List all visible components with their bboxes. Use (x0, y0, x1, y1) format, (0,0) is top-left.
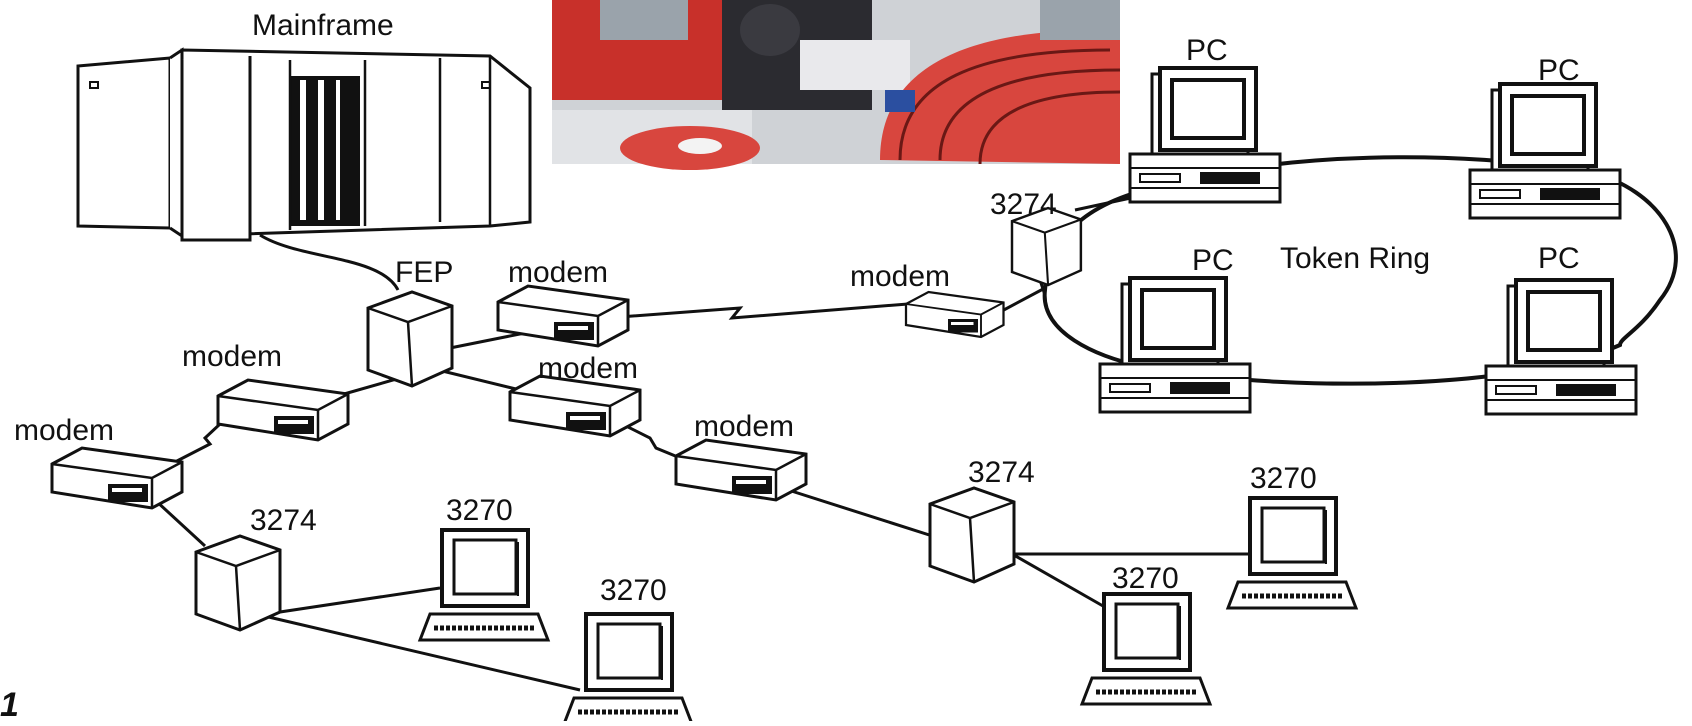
pc-label: PC (1538, 242, 1580, 275)
token-ring-label: Token Ring (1280, 242, 1430, 275)
mainframe-room-photo (552, 0, 1121, 170)
mainframe-icon (76, 47, 532, 242)
connection-lines (153, 194, 1262, 692)
modem-icon (216, 378, 350, 442)
pc-icon (1484, 278, 1638, 416)
terminal-label: 3270 (600, 574, 667, 607)
pc-label: PC (1186, 34, 1228, 67)
modem-icon (496, 284, 630, 348)
pc-icon (1098, 276, 1252, 414)
modem-icon (508, 374, 642, 438)
modem-label: modem (182, 340, 282, 373)
pc-label: PC (1192, 244, 1234, 277)
terminal-3270-icon (420, 530, 548, 640)
modem-label: modem (14, 414, 114, 447)
terminal-label: 3270 (446, 494, 513, 527)
fep-cube-icon (366, 290, 454, 388)
controller-label: 3274 (250, 504, 317, 537)
controller-cube-icon (194, 534, 282, 632)
mainframe-label: Mainframe (252, 9, 394, 42)
modem-icon (50, 446, 184, 510)
corner-mark: 1 (0, 686, 19, 721)
fep-label: FEP (395, 256, 453, 289)
modem-label: modem (538, 352, 638, 385)
token-ring-loop (1042, 155, 1678, 386)
pc-icon (1128, 66, 1282, 204)
pc-label: PC (1538, 54, 1580, 87)
terminal-3270-icon (564, 614, 692, 721)
controller-label: 3274 (968, 456, 1035, 489)
modem-label: modem (508, 256, 608, 289)
modem-icon (674, 438, 808, 502)
terminal-3270-icon (1082, 594, 1210, 704)
controller-label: 3274 (990, 188, 1057, 221)
modem-icon (904, 290, 1005, 339)
modem-label: modem (850, 260, 950, 293)
pc-icon (1468, 82, 1622, 220)
controller-cube-icon (928, 486, 1016, 584)
modem-label: modem (694, 410, 794, 443)
terminal-label: 3270 (1250, 462, 1317, 495)
terminal-label: 3270 (1112, 562, 1179, 595)
